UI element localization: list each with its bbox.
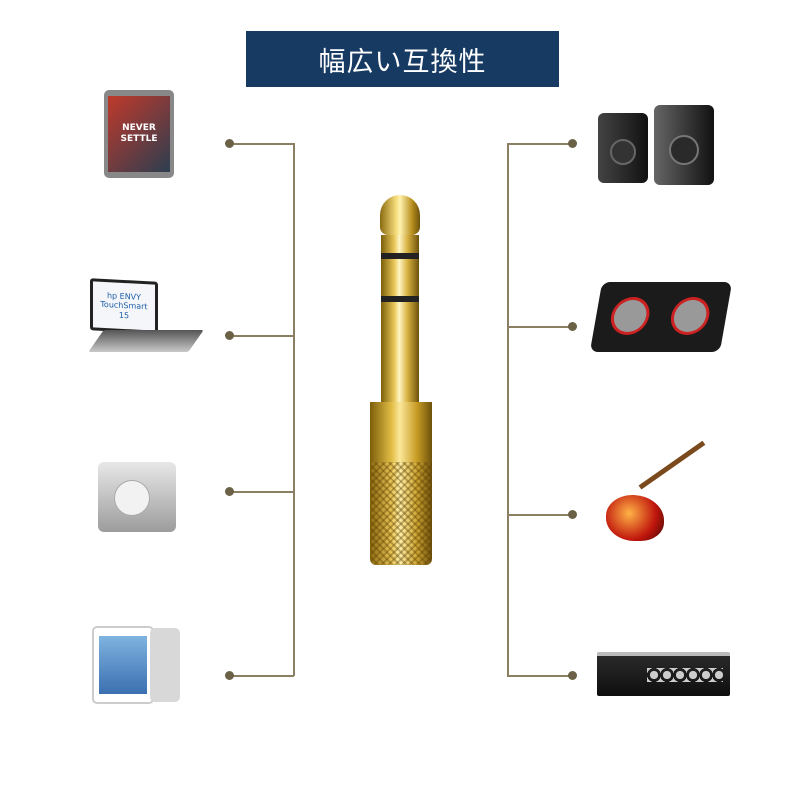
connector <box>230 143 294 145</box>
music-player-icon <box>98 462 176 532</box>
laptop-icon: hp ENVY TouchSmart 15 <box>88 278 204 360</box>
connector-dot <box>225 331 234 340</box>
right-vertical-line <box>507 143 509 676</box>
plug-tip <box>380 195 420 235</box>
connector <box>507 514 573 516</box>
connector-dot <box>568 139 577 148</box>
left-vertical-line <box>293 143 295 676</box>
connector <box>230 675 294 677</box>
knurled-grip <box>370 462 432 565</box>
amplifier-icon <box>597 652 730 696</box>
connector <box>230 335 294 337</box>
smartphone-icon: NEVER SETTLE <box>104 90 174 178</box>
connector-dot <box>225 671 234 680</box>
connector <box>507 326 573 328</box>
dj-controller-icon <box>589 282 733 352</box>
connector-dot <box>568 322 577 331</box>
insulator-ring <box>381 253 419 259</box>
connector <box>507 143 573 145</box>
tablet-icon <box>92 626 184 706</box>
plug-collar <box>370 402 432 464</box>
connector-dot <box>225 139 234 148</box>
connector-dot <box>225 487 234 496</box>
insulator-ring <box>381 296 419 302</box>
connector-dot <box>568 510 577 519</box>
connector <box>230 491 294 493</box>
connector <box>507 675 573 677</box>
plug-shaft <box>381 235 419 405</box>
phone-screen-text: NEVER SETTLE <box>108 96 170 172</box>
page-title: 幅広い互換性 <box>246 31 559 87</box>
speakers-icon <box>598 105 716 185</box>
connector-dot <box>568 671 577 680</box>
laptop-screen-text: hp ENVY TouchSmart 15 <box>93 281 155 331</box>
electric-guitar-icon <box>600 440 715 555</box>
